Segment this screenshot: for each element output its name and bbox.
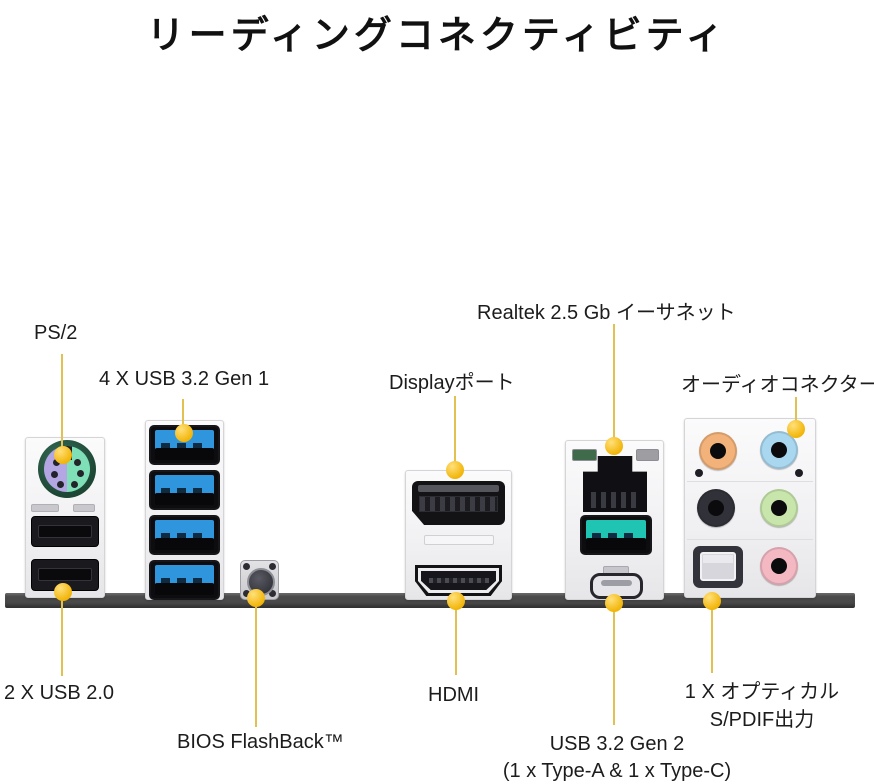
audio-jack-black-icon	[697, 489, 735, 527]
hdmi-port-icon	[415, 565, 502, 596]
usb32gen2-callout-line	[613, 604, 615, 725]
network-usb-block	[565, 440, 664, 600]
usb32gen1-callout-line	[182, 399, 184, 433]
hdmi-callout-line	[455, 602, 457, 675]
bios-callout-line	[255, 600, 257, 727]
vent-slot	[424, 535, 494, 545]
ps2-callout-dot	[54, 446, 72, 464]
usb32gen2-typea-port-icon	[580, 515, 652, 555]
usb32gen2-callout-dot	[605, 594, 623, 612]
vent-slot	[73, 504, 95, 512]
ethernet-label: Realtek 2.5 Gb イーサネット	[477, 302, 736, 324]
spdif-callout-line	[711, 602, 713, 673]
ethernet-callout-line	[613, 324, 615, 445]
ps2-usb20-block	[25, 437, 105, 598]
displayport-callout-line	[454, 396, 456, 469]
hdmi-callout-dot	[447, 592, 465, 610]
usb20-label: 2 X USB 2.0	[4, 682, 115, 704]
lan-led-right-icon	[636, 449, 659, 461]
ps2-label: PS/2	[34, 322, 78, 344]
video-output-block	[405, 470, 512, 600]
spdif-label: 1 X オプティカル S/PDIF出力	[684, 681, 840, 731]
ethernet-port-icon	[583, 456, 647, 512]
usb32gen2-label: USB 3.2 Gen 2 (1 x Type-A & 1 x Type-C)	[502, 733, 732, 782]
hdmi-label: HDMI	[428, 684, 480, 706]
audio-callout-dot	[787, 420, 805, 438]
vent-slot	[31, 504, 59, 512]
usb20-callout-dot	[54, 583, 72, 601]
usb32gen1-callout-dot	[175, 424, 193, 442]
audio-jack-lightblue-icon	[760, 431, 798, 469]
spdif-optical-port-icon	[693, 546, 743, 588]
usb32gen1-port-2-icon	[149, 470, 220, 510]
displayport-label: Displayポート	[389, 372, 515, 394]
audio-callout-line	[795, 397, 797, 429]
audio-label: オーディオコネクター	[681, 374, 874, 396]
audio-jack-green-icon	[760, 489, 798, 527]
displayport-port-icon	[412, 481, 505, 525]
usb32gen1-port-4-icon	[149, 560, 220, 600]
audio-jack-pink-icon	[760, 547, 798, 585]
panel-seam	[687, 539, 813, 540]
page-title: リーディングコネクティビティ	[146, 15, 728, 57]
ps2-callout-line	[61, 354, 63, 454]
usb20-port-1-icon	[31, 516, 99, 547]
audio-jack-orange-icon	[699, 432, 737, 470]
screw-icon	[795, 469, 803, 477]
panel-seam	[687, 481, 813, 482]
spdif-callout-dot	[703, 592, 721, 610]
usb32gen1-label: 4 X USB 3.2 Gen 1	[99, 368, 270, 390]
usb20-callout-line	[61, 592, 63, 676]
usb32gen1-block	[145, 420, 224, 600]
audio-block	[684, 418, 816, 598]
usb32gen1-port-3-icon	[149, 515, 220, 555]
screw-icon	[695, 469, 703, 477]
displayport-callout-dot	[446, 461, 464, 479]
bios-flashback-label: BIOS FlashBack™	[177, 731, 344, 753]
bios-callout-dot	[247, 589, 265, 607]
lan-led-left-icon	[572, 449, 597, 461]
ethernet-callout-dot	[605, 437, 623, 455]
